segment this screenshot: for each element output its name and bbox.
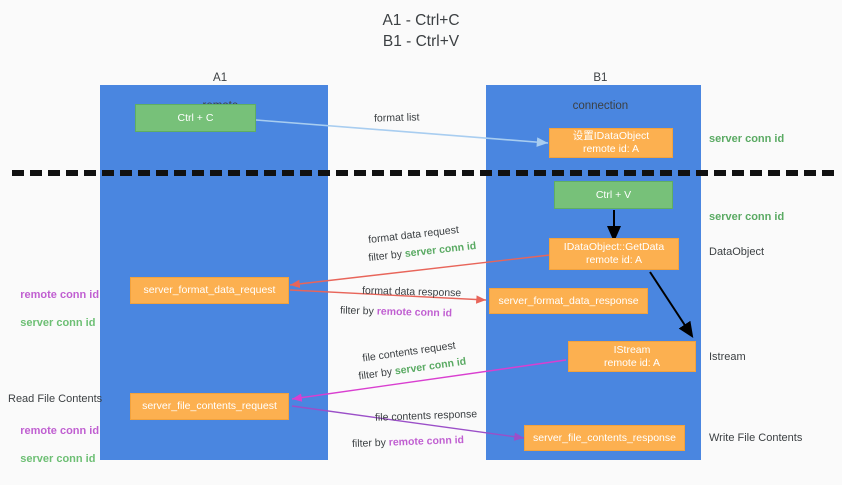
filter-value-remote-conn-id-2: remote conn id [388,434,465,449]
column-header-b1: B1 connection [504,57,684,127]
filter-prefix-1: filter by [367,248,406,265]
annotation-server-conn-id-3: server conn id [20,317,96,329]
node-istream[interactable]: IStream remote id: A [568,341,696,372]
annotation-read-file-contents: Read File Contents [8,393,103,405]
phase-divider [12,170,834,176]
annotation-server-conn-id-4: server conn id [20,453,96,465]
column-b1-sub: connection [572,100,629,112]
annotation-remote-conn-id-1: remote conn id [20,289,100,301]
annotation-write-file-contents: Write File Contents [709,432,803,444]
page-title: A1 - Ctrl+C B1 - Ctrl+V [0,10,842,52]
node-server-file-contents-request[interactable]: server_file_contents_request [130,393,289,420]
edge-label-format-list: format list [373,111,420,125]
filter-value-remote-conn-id-1: remote conn id [376,305,453,320]
node-server-file-contents-response[interactable]: server_file_contents_response [524,425,685,451]
annotation-server-conn-id-1: server conn id [709,133,785,145]
annotation-istream: Istream [709,351,746,363]
filter-value-server-conn-id-1: server conn id [404,239,477,260]
annotation-left-conn-ids-2: remote conn id server conn id [8,410,99,480]
column-a1-name: A1 [213,72,228,84]
annotation-server-conn-id-2: server conn id [709,211,785,223]
title-line-2: B1 - Ctrl+V [382,33,460,50]
edge-label-format-data-response: format data response [361,284,462,300]
node-server-format-data-request[interactable]: server_format_data_request [130,277,289,304]
filter-prefix-2: filter by [339,304,377,318]
edge-label-file-contents-response: file contents response [374,408,478,424]
node-server-format-data-response[interactable]: server_format_data_response [489,288,648,314]
annotation-remote-conn-id-2: remote conn id [20,425,100,437]
title-line-1: A1 - Ctrl+C [382,12,460,29]
annotation-dataobject: DataObject [709,246,765,258]
filter-prefix-4: filter by [351,436,389,450]
filter-prefix-3: filter by [357,365,396,383]
edge-label-format-data-response-filter: filter by remote conn id [340,304,452,321]
node-idataobject-getdata[interactable]: IDataObject::GetData remote id: A [549,238,679,270]
edge-label-file-contents-response-filter: filter by remote conn id [352,433,464,451]
node-ctrl-v[interactable]: Ctrl + V [554,181,673,209]
column-b1-name: B1 [593,72,608,84]
node-set-idataobject[interactable]: 设置IDataObject remote id: A [549,128,673,158]
annotation-left-conn-ids-1: remote conn id server conn id [8,274,99,344]
node-ctrl-c[interactable]: Ctrl + C [135,104,256,132]
